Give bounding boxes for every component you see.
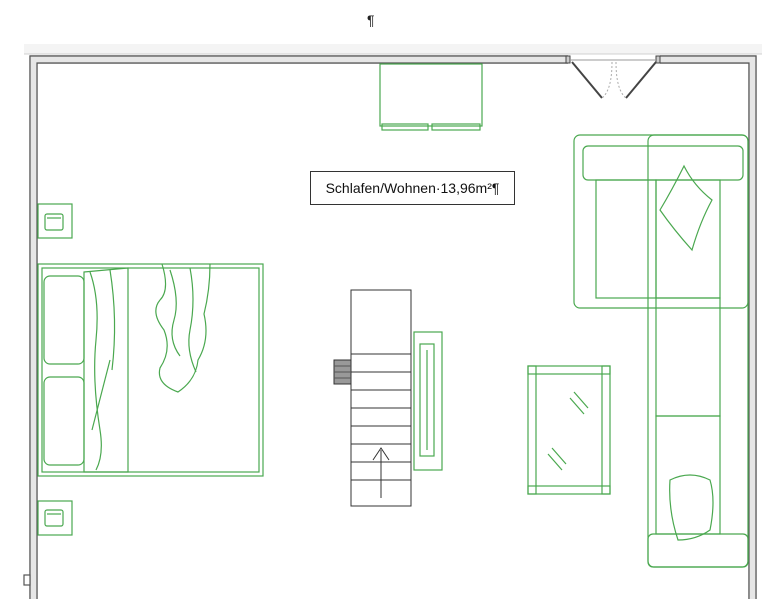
stair-railing-panel: [413, 331, 443, 471]
arrow-up-icon: [372, 447, 390, 498]
nightstand-bottom: [37, 500, 73, 536]
double-door: [565, 55, 661, 99]
room-label: Schlafen/Wohnen·13,96m²¶: [310, 171, 515, 205]
paragraph-mark: ¶: [367, 12, 375, 28]
corner-sofa: [573, 134, 749, 568]
room-walls: [23, 55, 757, 599]
double-bed: [37, 263, 264, 477]
cabinet: [379, 63, 483, 131]
coffee-table: [527, 365, 611, 495]
top-ruler: [24, 44, 762, 55]
nightstand-top: [37, 203, 73, 239]
staircase: [333, 289, 412, 507]
